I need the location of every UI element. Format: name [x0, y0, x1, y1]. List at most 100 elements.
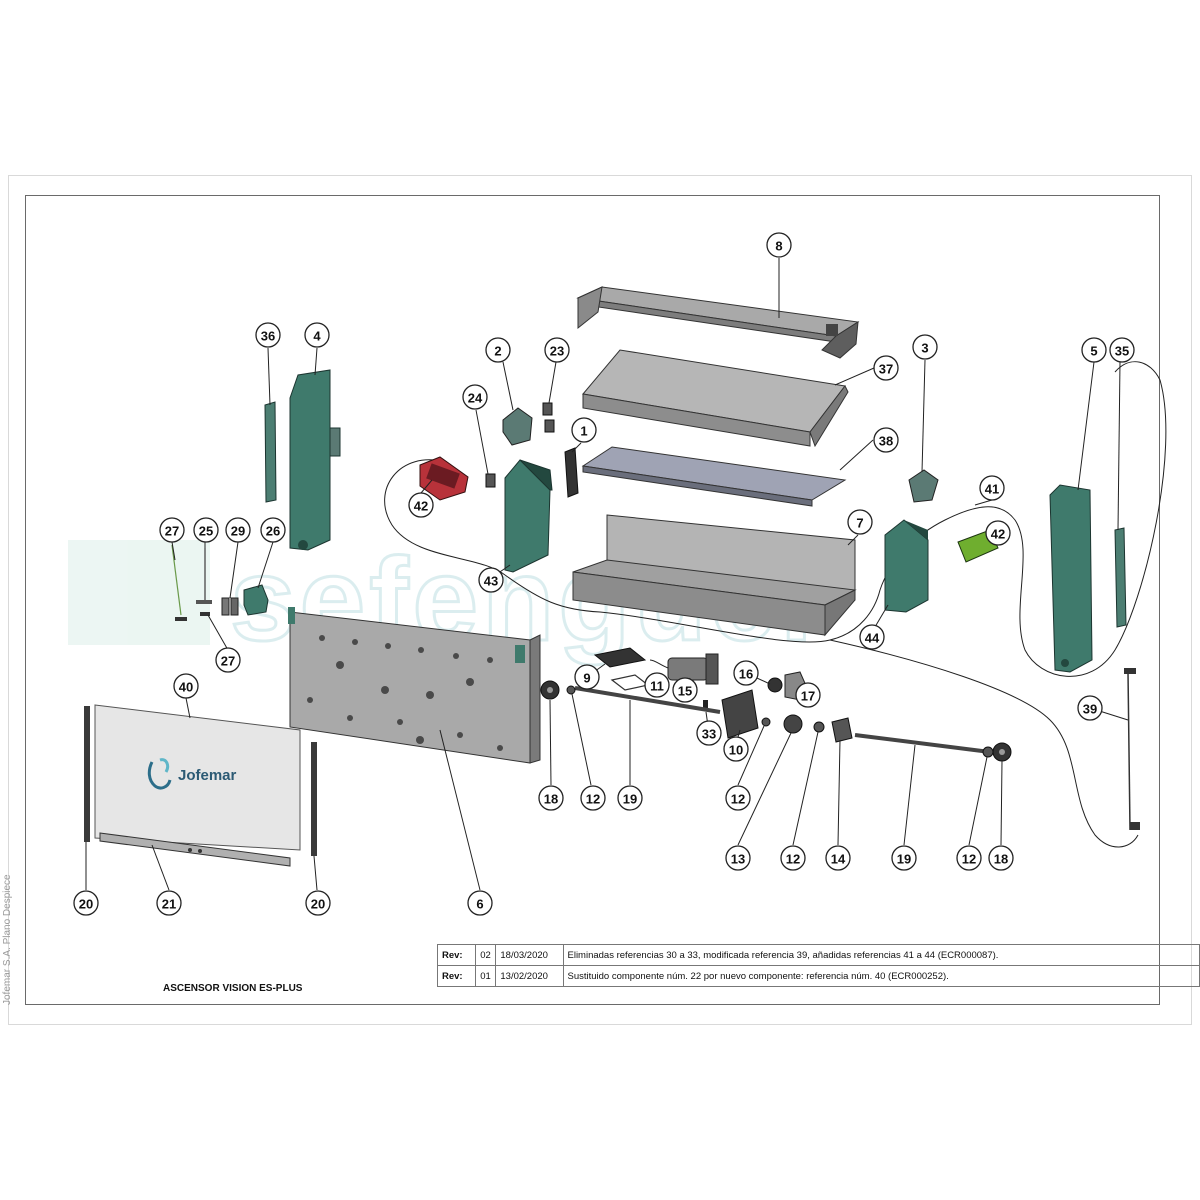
part-21-bottom-rail	[99, 832, 291, 867]
part-19-left-shaft	[574, 686, 721, 714]
callout-1: 1	[571, 417, 597, 443]
callout-number: 4	[313, 329, 321, 344]
callout-circle	[255, 322, 281, 348]
part-8-top-cover	[576, 286, 860, 359]
callout-number: 5	[1090, 344, 1097, 359]
callout-35: 35	[1109, 337, 1135, 363]
rev-description: Sustituido componente núm. 22 por nuevo …	[562, 965, 1200, 987]
callout-41: 41	[979, 475, 1005, 501]
part-20-left-profile	[84, 706, 90, 842]
callout-number: 7	[856, 516, 863, 531]
callout-number: 13	[731, 852, 745, 867]
callout-number: 6	[476, 897, 483, 912]
callout-circle	[912, 334, 938, 360]
callout-number: 11	[650, 679, 664, 694]
callout-18: 18	[988, 845, 1014, 871]
callout-number: 24	[468, 391, 483, 406]
callout-9: 9	[574, 664, 600, 690]
callout-number: 12	[586, 792, 600, 807]
part-3-block	[908, 469, 939, 503]
rev-number: 01	[474, 965, 497, 987]
callout-circle	[485, 337, 511, 363]
part-16-gear	[767, 677, 783, 693]
callout-circle	[825, 845, 851, 871]
callout-number: 21	[162, 897, 176, 912]
part-29-bracket	[221, 597, 239, 616]
part-1-bracket	[564, 447, 579, 498]
callout-4: 4	[304, 322, 330, 348]
part-2-block	[502, 407, 533, 446]
part-40-front-glass-panel: Jofemar	[94, 704, 301, 851]
callout-23: 23	[544, 337, 570, 363]
part-19-right-shaft	[854, 733, 991, 754]
rev-date: 18/03/2020	[495, 944, 564, 966]
part-13-gear	[783, 714, 803, 734]
callout-7: 7	[847, 509, 873, 535]
jofemar-logo: Jofemar	[147, 758, 237, 790]
rev-label: Rev:	[437, 965, 476, 987]
part-24-clip	[485, 473, 496, 488]
rev-date: 13/02/2020	[495, 965, 564, 987]
callout-5: 5	[1081, 337, 1107, 363]
part-12-bushing-3	[813, 721, 825, 733]
callout-11: 11	[644, 672, 670, 698]
callout-circle	[571, 417, 597, 443]
rev-description: Eliminadas referencias 30 a 33, modifica…	[562, 944, 1200, 966]
callout-number: 16	[739, 667, 753, 682]
part-18-left-gear	[540, 680, 560, 700]
callout-number: 27	[165, 524, 179, 539]
callout-21: 21	[156, 890, 182, 916]
callout-8: 8	[766, 232, 792, 258]
callout-circle	[1077, 695, 1103, 721]
callout-circle	[956, 845, 982, 871]
callout-circle	[725, 845, 751, 871]
callout-circle	[193, 517, 219, 543]
callout-circle	[780, 845, 806, 871]
callout-circle	[696, 720, 722, 746]
callout-39: 39	[1077, 695, 1103, 721]
callout-20: 20	[73, 890, 99, 916]
callout-12: 12	[580, 785, 606, 811]
part-4-column	[289, 369, 341, 551]
callout-number: 41	[985, 482, 999, 497]
callout-circle	[462, 384, 488, 410]
callout-10: 10	[723, 736, 749, 762]
callout-38: 38	[873, 427, 899, 453]
callout-number: 23	[550, 344, 564, 359]
part-35-rail	[1114, 527, 1127, 628]
callout-circle	[1109, 337, 1135, 363]
callout-20: 20	[305, 890, 331, 916]
callout-circle	[225, 517, 251, 543]
callout-27: 27	[215, 647, 241, 673]
callout-number: 19	[897, 852, 911, 867]
callout-number: 9	[583, 671, 590, 686]
outer-frame	[8, 175, 1192, 1025]
part-43-side-guide	[504, 459, 553, 573]
callout-circle	[891, 845, 917, 871]
callout-circle	[260, 517, 286, 543]
callout-26: 26	[260, 517, 286, 543]
callout-12: 12	[956, 845, 982, 871]
callout-number: 35	[1115, 344, 1129, 359]
callout-43: 43	[478, 567, 504, 593]
rev-label: Rev:	[437, 944, 476, 966]
callout-42: 42	[408, 492, 434, 518]
part-26-bracket	[243, 584, 269, 616]
callout-circle	[725, 785, 751, 811]
callout-number: 39	[1083, 702, 1097, 717]
sheet-side-label: Jofemar S.A. Plano Despiece	[2, 874, 13, 1005]
callout-number: 1	[580, 424, 587, 439]
callout-circle	[304, 322, 330, 348]
part-6-back-panel	[288, 607, 541, 764]
callout-circle	[617, 785, 643, 811]
callout-number: 18	[994, 852, 1008, 867]
watermark-block	[68, 540, 210, 645]
callout-14: 14	[825, 845, 851, 871]
callout-circle	[580, 785, 606, 811]
part-15-motor	[649, 653, 719, 685]
part-39-harness	[1124, 668, 1140, 831]
callout-number: 42	[991, 527, 1005, 542]
callout-15: 15	[672, 677, 698, 703]
callout-number: 42	[414, 499, 428, 514]
